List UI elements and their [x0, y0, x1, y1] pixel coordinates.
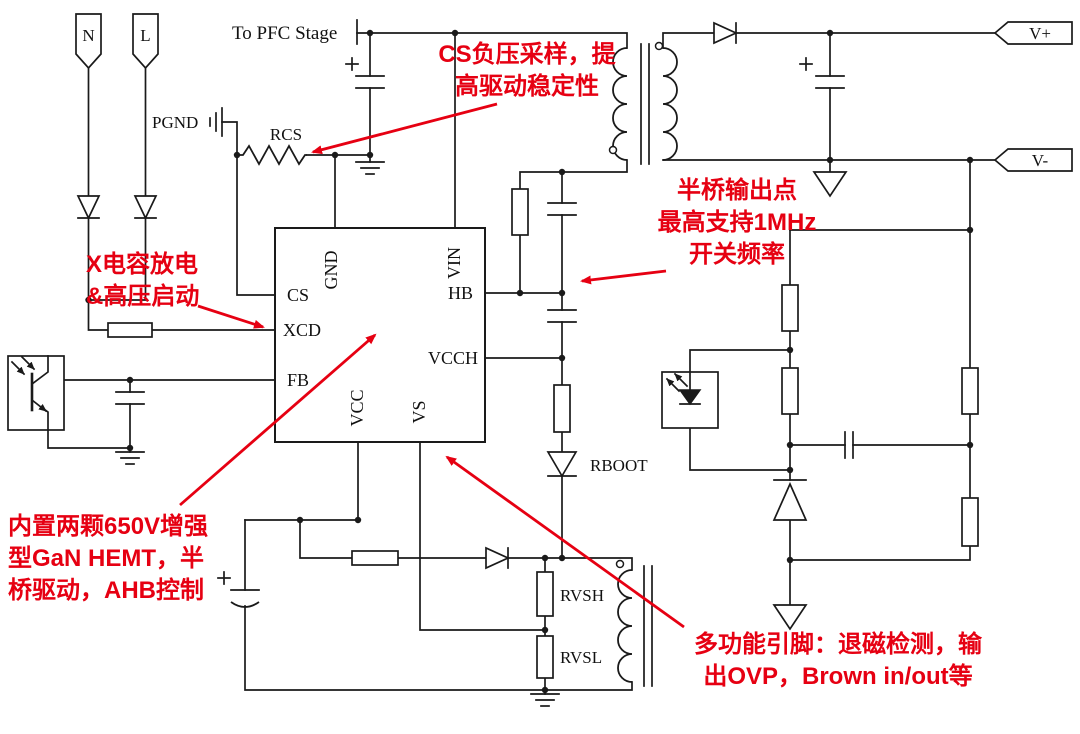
feedback-divider-resistors: [781, 284, 979, 547]
hb-capacitor-icon: [547, 202, 577, 216]
pgnd-ground-icon: [209, 107, 223, 137]
regulator-ground-icon: [772, 604, 808, 631]
pin-label-gnd: GND: [321, 251, 341, 290]
rboot-diode-icon: [546, 451, 578, 478]
output-capacitor-icon: [799, 57, 845, 89]
annotation-half-bridge: 半桥输出点 最高支持1MHz 开关频率: [580, 176, 817, 285]
annotation-text: 内置两颗650V增强: [8, 512, 208, 540]
annotation-text: 型GaN HEMT，半: [8, 545, 204, 572]
bottom-ground-icon: [530, 693, 560, 707]
controller-ic: CS XCD FB HB VCCH GND VIN VCC VS: [274, 227, 486, 443]
annotation-text: 开关频率: [689, 240, 785, 268]
rvsl-resistor-icon: [536, 635, 554, 679]
diode-n-icon: [76, 195, 101, 220]
pin-label-fb: FB: [287, 370, 309, 390]
annotation-text: 桥驱动，AHB控制: [8, 576, 204, 604]
port-n-label: N: [82, 26, 94, 45]
fb-capacitor-icon: [115, 391, 145, 405]
main-transformer-icon: [608, 41, 678, 165]
optocoupler-transistor-icon: [7, 355, 65, 431]
pin-label-vcch: VCCH: [428, 348, 478, 368]
optocoupler-led-icon: [661, 371, 719, 429]
annotation-text: 高驱动稳定性: [455, 72, 599, 100]
rboot-label: RBOOT: [590, 456, 648, 475]
vplus-label: V+: [1029, 24, 1051, 43]
fb-ground-icon: [115, 451, 145, 465]
rvsh-label: RVSH: [560, 586, 604, 605]
hb-resistor-icon: [511, 188, 529, 236]
annotation-text: 多功能引脚：退磁检测，输: [694, 630, 983, 658]
port-l-label: L: [140, 26, 150, 45]
annotation-arrow: [179, 333, 377, 507]
annotation-text: 最高支持1MHz: [658, 208, 817, 236]
shunt-regulator-icon: [772, 479, 808, 521]
annotation-gan: 内置两颗650V增强 型GaN HEMT，半 桥驱动，AHB控制: [8, 333, 377, 604]
pgnd-label: PGND: [152, 113, 198, 132]
secondary-ground-icon: [812, 171, 848, 198]
pin-label-vs: VS: [409, 400, 429, 423]
output-port-vplus: V+: [993, 21, 1073, 45]
aux-winding-icon: [615, 559, 653, 687]
vcc-capacitor-icon: [217, 571, 260, 608]
component-labels: To PFC Stage PGND RCS RBOOT RVSH RVSL: [152, 23, 648, 667]
rboot-resistor-icon: [553, 384, 571, 433]
output-port-vminus: V-: [993, 148, 1073, 172]
annotation-arrow: [197, 304, 265, 329]
pin-label-vcc: VCC: [347, 389, 367, 426]
wires: [47, 19, 996, 695]
annotation-text: X电容放电: [86, 250, 198, 278]
annotation-multifunction: 多功能引脚：退磁检测，输 出OVP，Brown in/out等: [445, 455, 983, 690]
xcd-resistor-icon: [107, 322, 153, 338]
pin-label-hb: HB: [448, 283, 473, 303]
annotation-xcd: X电容放电 &高压启动: [86, 250, 265, 329]
annotation-arrow: [311, 102, 498, 155]
vcc-diode-icon: [485, 546, 511, 570]
annotation-text: 半桥输出点: [677, 176, 797, 204]
bootstrap-capacitor-icon: [547, 309, 577, 323]
pin-label-vin: VIN: [444, 247, 464, 279]
ground-bulk-icon: [355, 161, 385, 175]
pin-label-cs: CS: [287, 285, 309, 305]
rvsl-label: RVSL: [560, 648, 602, 667]
annotation-text: 出OVP，Brown in/out等: [703, 662, 972, 690]
annotation-text: CS负压采样，提: [438, 40, 616, 68]
vcc-resistor-icon: [351, 550, 399, 566]
annotation-text: &高压启动: [86, 282, 199, 310]
rcs-resistor-icon: [237, 144, 307, 166]
diode-l-icon: [133, 195, 158, 220]
rcs-label: RCS: [270, 125, 302, 144]
annotation-cs-sense: CS负压采样，提 高驱动稳定性: [311, 40, 617, 155]
annotation-arrow: [580, 269, 667, 285]
vminus-label: V-: [1032, 151, 1049, 170]
junction-dots: [85, 29, 974, 694]
bulk-capacitor-icon: [345, 57, 385, 89]
compensation-capacitor-icon: [844, 431, 854, 459]
rvsh-resistor-icon: [536, 571, 554, 617]
pin-label-xcd: XCD: [283, 320, 321, 340]
annotation-arrow: [445, 455, 685, 629]
to-pfc-stage-label: To PFC Stage: [232, 23, 337, 44]
input-port-n: N: [75, 13, 102, 70]
input-port-l: L: [132, 13, 159, 70]
output-diode-icon: [713, 21, 739, 45]
